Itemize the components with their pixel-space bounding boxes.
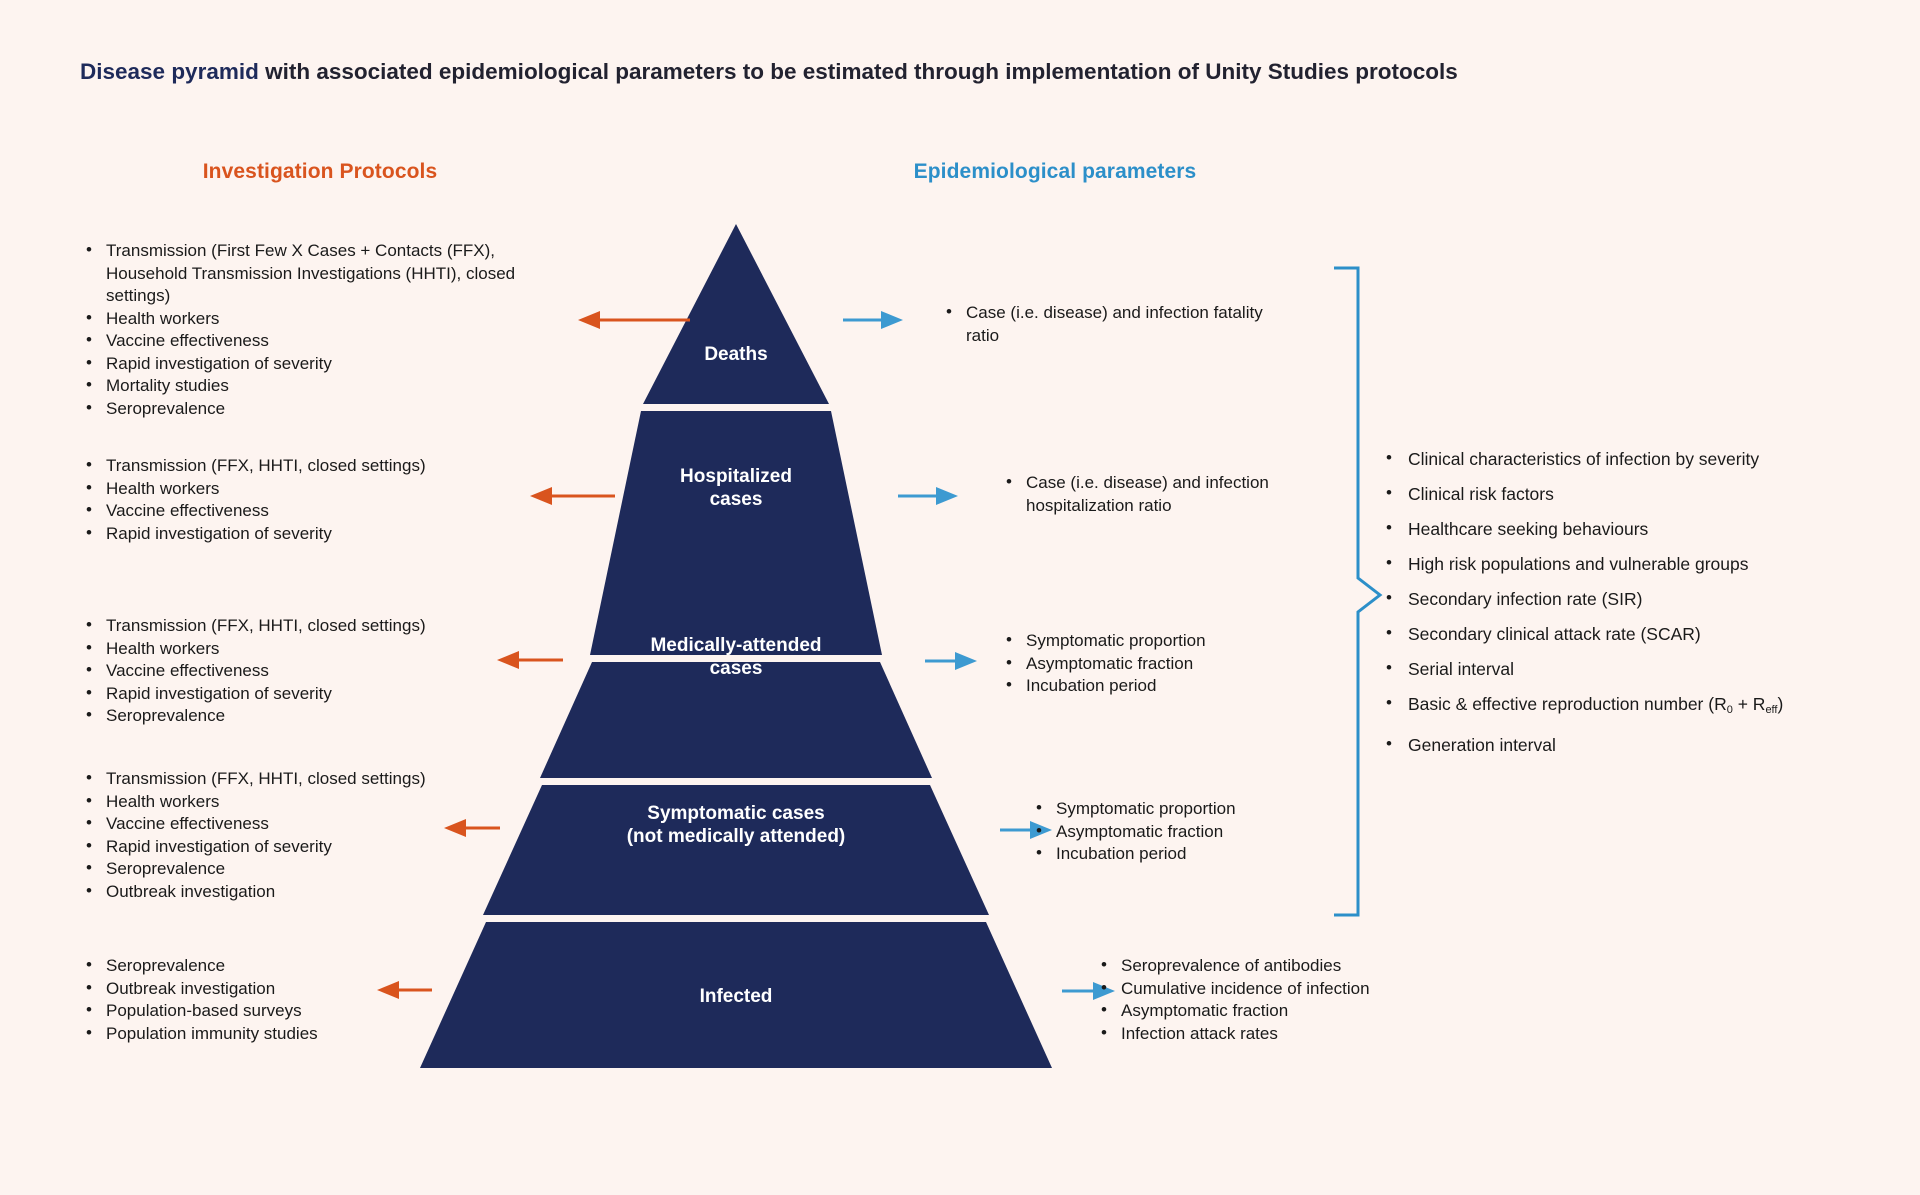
list-item: Symptomatic proportion	[1000, 629, 1330, 653]
list-item: Cumulative incidence of infection	[1095, 977, 1475, 1001]
list-item: Transmission (FFX, HHTI, closed settings…	[80, 454, 560, 478]
protocol-list-symptomatic-cases: Transmission (FFX, HHTI, closed settings…	[80, 767, 560, 904]
list-item: Seroprevalence	[80, 704, 560, 728]
list-item: Outbreak investigation	[80, 977, 560, 1001]
list-item: Population immunity studies	[80, 1022, 560, 1046]
repro-sub-0: 0	[1726, 704, 1733, 716]
repro-text: Basic & effective reproduction number (R	[1408, 694, 1727, 714]
parameter-list-hospitalized-cases: Case (i.e. disease) and infection hospit…	[1000, 471, 1360, 517]
list-item: Asymptomatic fraction	[1000, 652, 1330, 676]
repro-tail: )	[1777, 694, 1784, 714]
list-item: Rapid investigation of severity	[80, 522, 560, 546]
parameter-list-medically-attended-cases: Symptomatic proportion Asymptomatic frac…	[1000, 629, 1330, 698]
list-item: Seroprevalence	[80, 397, 560, 421]
list-item: Rapid investigation of severity	[80, 835, 560, 859]
list-item: Asymptomatic fraction	[1095, 999, 1475, 1023]
list-item: Case (i.e. disease) and infection hospit…	[1000, 471, 1360, 517]
list-item: Secondary infection rate (SIR)	[1382, 587, 1852, 611]
repro-sub-eff: eff	[1765, 704, 1778, 716]
list-item: Transmission (First Few X Cases + Contac…	[80, 239, 560, 308]
list-item: Health workers	[80, 307, 560, 331]
parameter-list-infected: Seroprevalence of antibodies Cumulative …	[1095, 954, 1475, 1046]
protocol-list-hospitalized-cases: Transmission (FFX, HHTI, closed settings…	[80, 454, 560, 546]
list-item: Seroprevalence of antibodies	[1095, 954, 1475, 978]
heading-epidemiological-parameters: Epidemiological parameters	[913, 160, 1197, 183]
list-item: Transmission (FFX, HHTI, closed settings…	[80, 767, 560, 791]
arrow-right-hospitalized	[898, 487, 958, 505]
parameter-block-hospitalized-cases: Case (i.e. disease) and infection hospit…	[1000, 471, 1360, 517]
list-item: Incubation period	[1030, 842, 1360, 866]
protocol-list-medically-attended-cases: Transmission (FFX, HHTI, closed settings…	[80, 614, 560, 728]
list-item: Vaccine effectiveness	[80, 329, 560, 353]
list-item: Mortality studies	[80, 374, 560, 398]
arrow-right-deaths	[843, 311, 903, 329]
pyramid-tier-deaths	[643, 224, 829, 404]
page-title-strong: Disease pyramid	[80, 59, 259, 84]
list-item: High risk populations and vulnerable gro…	[1382, 552, 1852, 576]
protocol-block-infected: Seroprevalence Outbreak investigation Po…	[80, 954, 560, 1046]
protocol-list-infected: Seroprevalence Outbreak investigation Po…	[80, 954, 560, 1046]
arrow-left-deaths	[578, 311, 690, 329]
repro-mid: + R	[1732, 694, 1766, 714]
parameter-block-symptomatic-cases: Symptomatic proportion Asymptomatic frac…	[1030, 797, 1360, 866]
cross-cutting-brace	[1334, 266, 1383, 917]
list-item: Health workers	[80, 477, 560, 501]
protocol-block-deaths: Transmission (First Few X Cases + Contac…	[80, 239, 560, 421]
list-item: Seroprevalence	[80, 954, 560, 978]
list-item: Symptomatic proportion	[1030, 797, 1360, 821]
parameter-block-deaths: Case (i.e. disease) and infection fatali…	[940, 301, 1280, 347]
parameter-list-deaths: Case (i.e. disease) and infection fatali…	[940, 301, 1280, 347]
list-item: Population-based surveys	[80, 999, 560, 1023]
protocol-block-medically-attended-cases: Transmission (FFX, HHTI, closed settings…	[80, 614, 560, 728]
parameter-block-medically-attended-cases: Symptomatic proportion Asymptomatic frac…	[1000, 629, 1330, 698]
list-item: Vaccine effectiveness	[80, 499, 560, 523]
pyramid-tier-hospitalized-cases	[590, 411, 882, 655]
parameter-block-infected: Seroprevalence of antibodies Cumulative …	[1095, 954, 1475, 1046]
list-item: Serial interval	[1382, 657, 1852, 681]
protocol-list-deaths: Transmission (First Few X Cases + Contac…	[80, 239, 560, 421]
list-item: Health workers	[80, 790, 560, 814]
protocol-block-hospitalized-cases: Transmission (FFX, HHTI, closed settings…	[80, 454, 560, 546]
list-item: Clinical characteristics of infection by…	[1382, 447, 1852, 471]
list-item: Health workers	[80, 637, 560, 661]
list-item: Rapid investigation of severity	[80, 682, 560, 706]
arrow-right-medically-attended	[925, 652, 977, 670]
page-title: Disease pyramid with associated epidemio…	[80, 58, 1780, 86]
list-item: Incubation period	[1000, 674, 1330, 698]
cross-cutting-parameters-block: Clinical characteristics of infection by…	[1382, 447, 1852, 769]
list-item: Rapid investigation of severity	[80, 352, 560, 376]
list-item: Vaccine effectiveness	[80, 659, 560, 683]
list-item: Infection attack rates	[1095, 1022, 1475, 1046]
list-item: Generation interval	[1382, 733, 1852, 757]
protocol-block-symptomatic-cases: Transmission (FFX, HHTI, closed settings…	[80, 767, 560, 904]
list-item: Clinical risk factors	[1382, 482, 1852, 506]
list-item: Secondary clinical attack rate (SCAR)	[1382, 622, 1852, 646]
parameter-list-symptomatic-cases: Symptomatic proportion Asymptomatic frac…	[1030, 797, 1360, 866]
list-item: Asymptomatic fraction	[1030, 820, 1360, 844]
list-item: Case (i.e. disease) and infection fatali…	[940, 301, 1280, 347]
pyramid-tier-medically-attended-cases	[540, 662, 932, 778]
pyramid-tier-symptomatic-cases	[483, 785, 989, 915]
list-item: Vaccine effectiveness	[80, 812, 560, 836]
list-item: Transmission (FFX, HHTI, closed settings…	[80, 614, 560, 638]
list-item: Seroprevalence	[80, 857, 560, 881]
list-item: Healthcare seeking behaviours	[1382, 517, 1852, 541]
heading-investigation-protocols: Investigation Protocols	[202, 160, 438, 183]
list-item-reproduction-number: Basic & effective reproduction number (R…	[1382, 692, 1852, 722]
page-title-rest: with associated epidemiological paramete…	[258, 59, 1458, 84]
cross-cutting-parameters-list: Clinical characteristics of infection by…	[1382, 447, 1852, 757]
pyramid-tier-infected	[420, 922, 1052, 1068]
list-item: Outbreak investigation	[80, 880, 560, 904]
